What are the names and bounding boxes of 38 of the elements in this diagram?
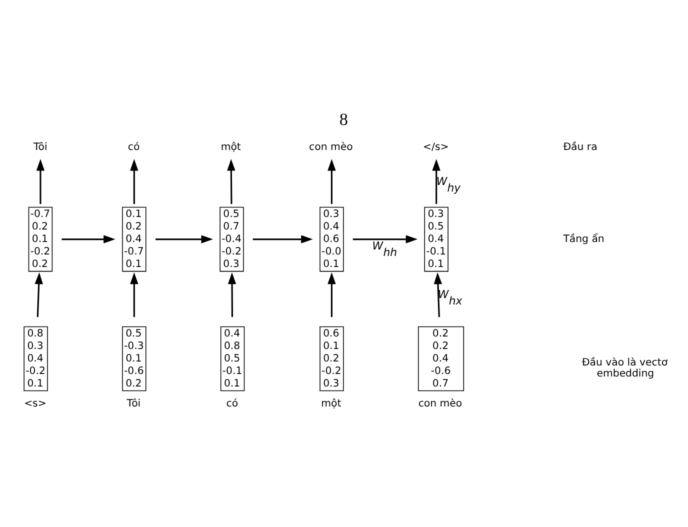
node-box: 0.1 0.2 0.4 -0.7 0.1 <box>122 206 146 272</box>
node-text: có <box>128 142 140 153</box>
arrow <box>352 235 418 244</box>
node-box: 0.5 0.7 -0.4 -0.2 0.3 <box>220 206 244 272</box>
node-box: 0.5 -0.3 0.1 -0.6 0.2 <box>122 326 146 392</box>
arrow <box>227 158 236 204</box>
node-box: 0.8 0.3 0.4 -0.2 0.1 <box>24 326 48 392</box>
arrow <box>328 158 336 204</box>
arrow <box>36 158 45 204</box>
node-label: con mèo <box>418 398 462 410</box>
node-label: Tôi <box>126 398 141 410</box>
arrow <box>434 272 442 318</box>
diagram-title: 8 <box>339 110 348 129</box>
node-box: 0.3 0.4 0.6 -0.0 0.1 <box>320 206 344 272</box>
node-box: -0.7 0.2 0.1 -0.2 0.2 <box>28 206 53 272</box>
arrow <box>34 272 43 318</box>
label: Đầu ra <box>563 142 598 153</box>
arrow <box>328 272 336 318</box>
arrow <box>130 158 138 204</box>
node-box: 0.4 0.8 0.5 -0.1 0.1 <box>220 326 245 392</box>
arrow <box>130 272 138 318</box>
arrow <box>62 235 116 244</box>
arrow <box>432 158 440 204</box>
node-text: Tôi <box>33 142 48 153</box>
node-label: có <box>226 398 238 410</box>
arrow <box>252 235 313 244</box>
label: Đầu vào là vectơ embedding <box>582 357 668 380</box>
arrow <box>156 235 213 244</box>
arrow <box>228 272 236 318</box>
node-box: 0.6 0.1 0.2 -0.2 0.3 <box>320 326 344 392</box>
label: Tầng ẩn <box>563 234 604 245</box>
node-label: <s> <box>24 398 46 410</box>
node-box: 0.3 0.5 0.4 -0.1 0.1 <box>424 206 448 272</box>
node-text: </s> <box>423 142 449 153</box>
node-text: con mèo <box>309 142 353 153</box>
node-label: một <box>321 398 342 410</box>
node-text: một <box>220 142 241 153</box>
node-box: 0.2 0.2 0.4 -0.6 0.7 <box>418 326 464 392</box>
